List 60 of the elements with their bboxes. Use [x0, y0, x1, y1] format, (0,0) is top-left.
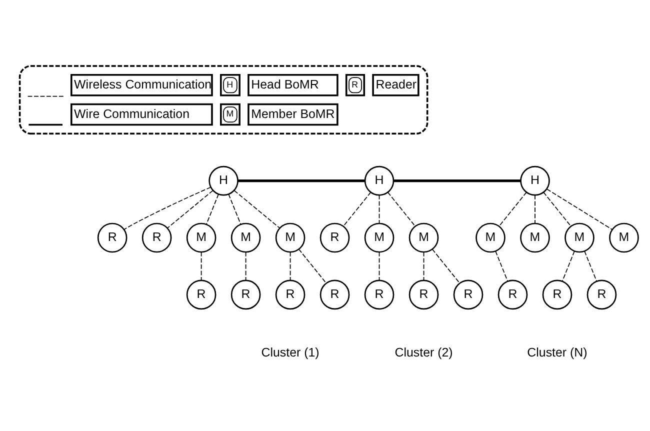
connector — [423, 252, 424, 281]
label: H — [226, 79, 234, 90]
connector — [200, 252, 202, 281]
label: Cluster (1) — [261, 346, 320, 360]
node-circle: M — [186, 222, 216, 253]
connector — [342, 192, 372, 227]
node-circle: R — [453, 280, 484, 310]
connector — [498, 192, 527, 227]
connector — [245, 252, 246, 281]
connector — [534, 194, 536, 224]
node-circle: R — [498, 280, 528, 310]
connector — [495, 250, 508, 282]
node-circle: M — [476, 222, 506, 253]
node-circle: R — [275, 280, 306, 310]
connector — [394, 179, 521, 182]
node-circle: M — [230, 222, 261, 253]
connector — [378, 194, 380, 224]
connector — [167, 190, 214, 228]
connector — [238, 179, 365, 182]
node-circle: R — [320, 222, 350, 253]
label: Cluster (N) — [527, 346, 588, 360]
node-circle: R — [586, 280, 617, 310]
connector — [432, 248, 460, 284]
node-circle: M — [364, 222, 394, 253]
label: R — [352, 79, 358, 90]
node-circle: R — [320, 280, 350, 310]
connector — [124, 186, 212, 230]
connector — [298, 248, 327, 284]
node-circle: H — [208, 166, 238, 196]
connector — [378, 252, 380, 281]
legend-label: Member BoMR — [251, 106, 335, 121]
connector — [290, 252, 291, 281]
node-circle: H — [520, 166, 550, 196]
node-circle: H — [364, 166, 394, 196]
node-circle: M — [609, 222, 639, 253]
connector — [584, 250, 598, 282]
connector — [228, 194, 242, 225]
node-circle: R — [186, 280, 216, 310]
node-circle: R — [408, 280, 439, 310]
legend-label: Wire Communication — [74, 106, 190, 121]
legend-label: Head BoMR — [251, 77, 319, 92]
connector — [206, 194, 219, 225]
legend-label: Wireless Communication — [74, 77, 212, 92]
node-circle: R — [230, 280, 261, 310]
connector — [562, 250, 575, 282]
node-circle: R — [364, 280, 394, 310]
connector — [387, 192, 416, 227]
node-circle: R — [542, 280, 572, 310]
connector — [546, 188, 613, 230]
node-circle: M — [408, 222, 439, 253]
node-circle: R — [142, 222, 172, 253]
connector — [543, 192, 572, 227]
node-circle: M — [564, 222, 594, 253]
node-circle: M — [520, 222, 550, 253]
node-circle: M — [275, 222, 306, 253]
connector — [234, 190, 280, 228]
legend-label: Reader — [376, 77, 417, 92]
label: M — [226, 108, 234, 119]
label: Cluster (2) — [394, 346, 453, 360]
node-circle: R — [97, 222, 128, 253]
